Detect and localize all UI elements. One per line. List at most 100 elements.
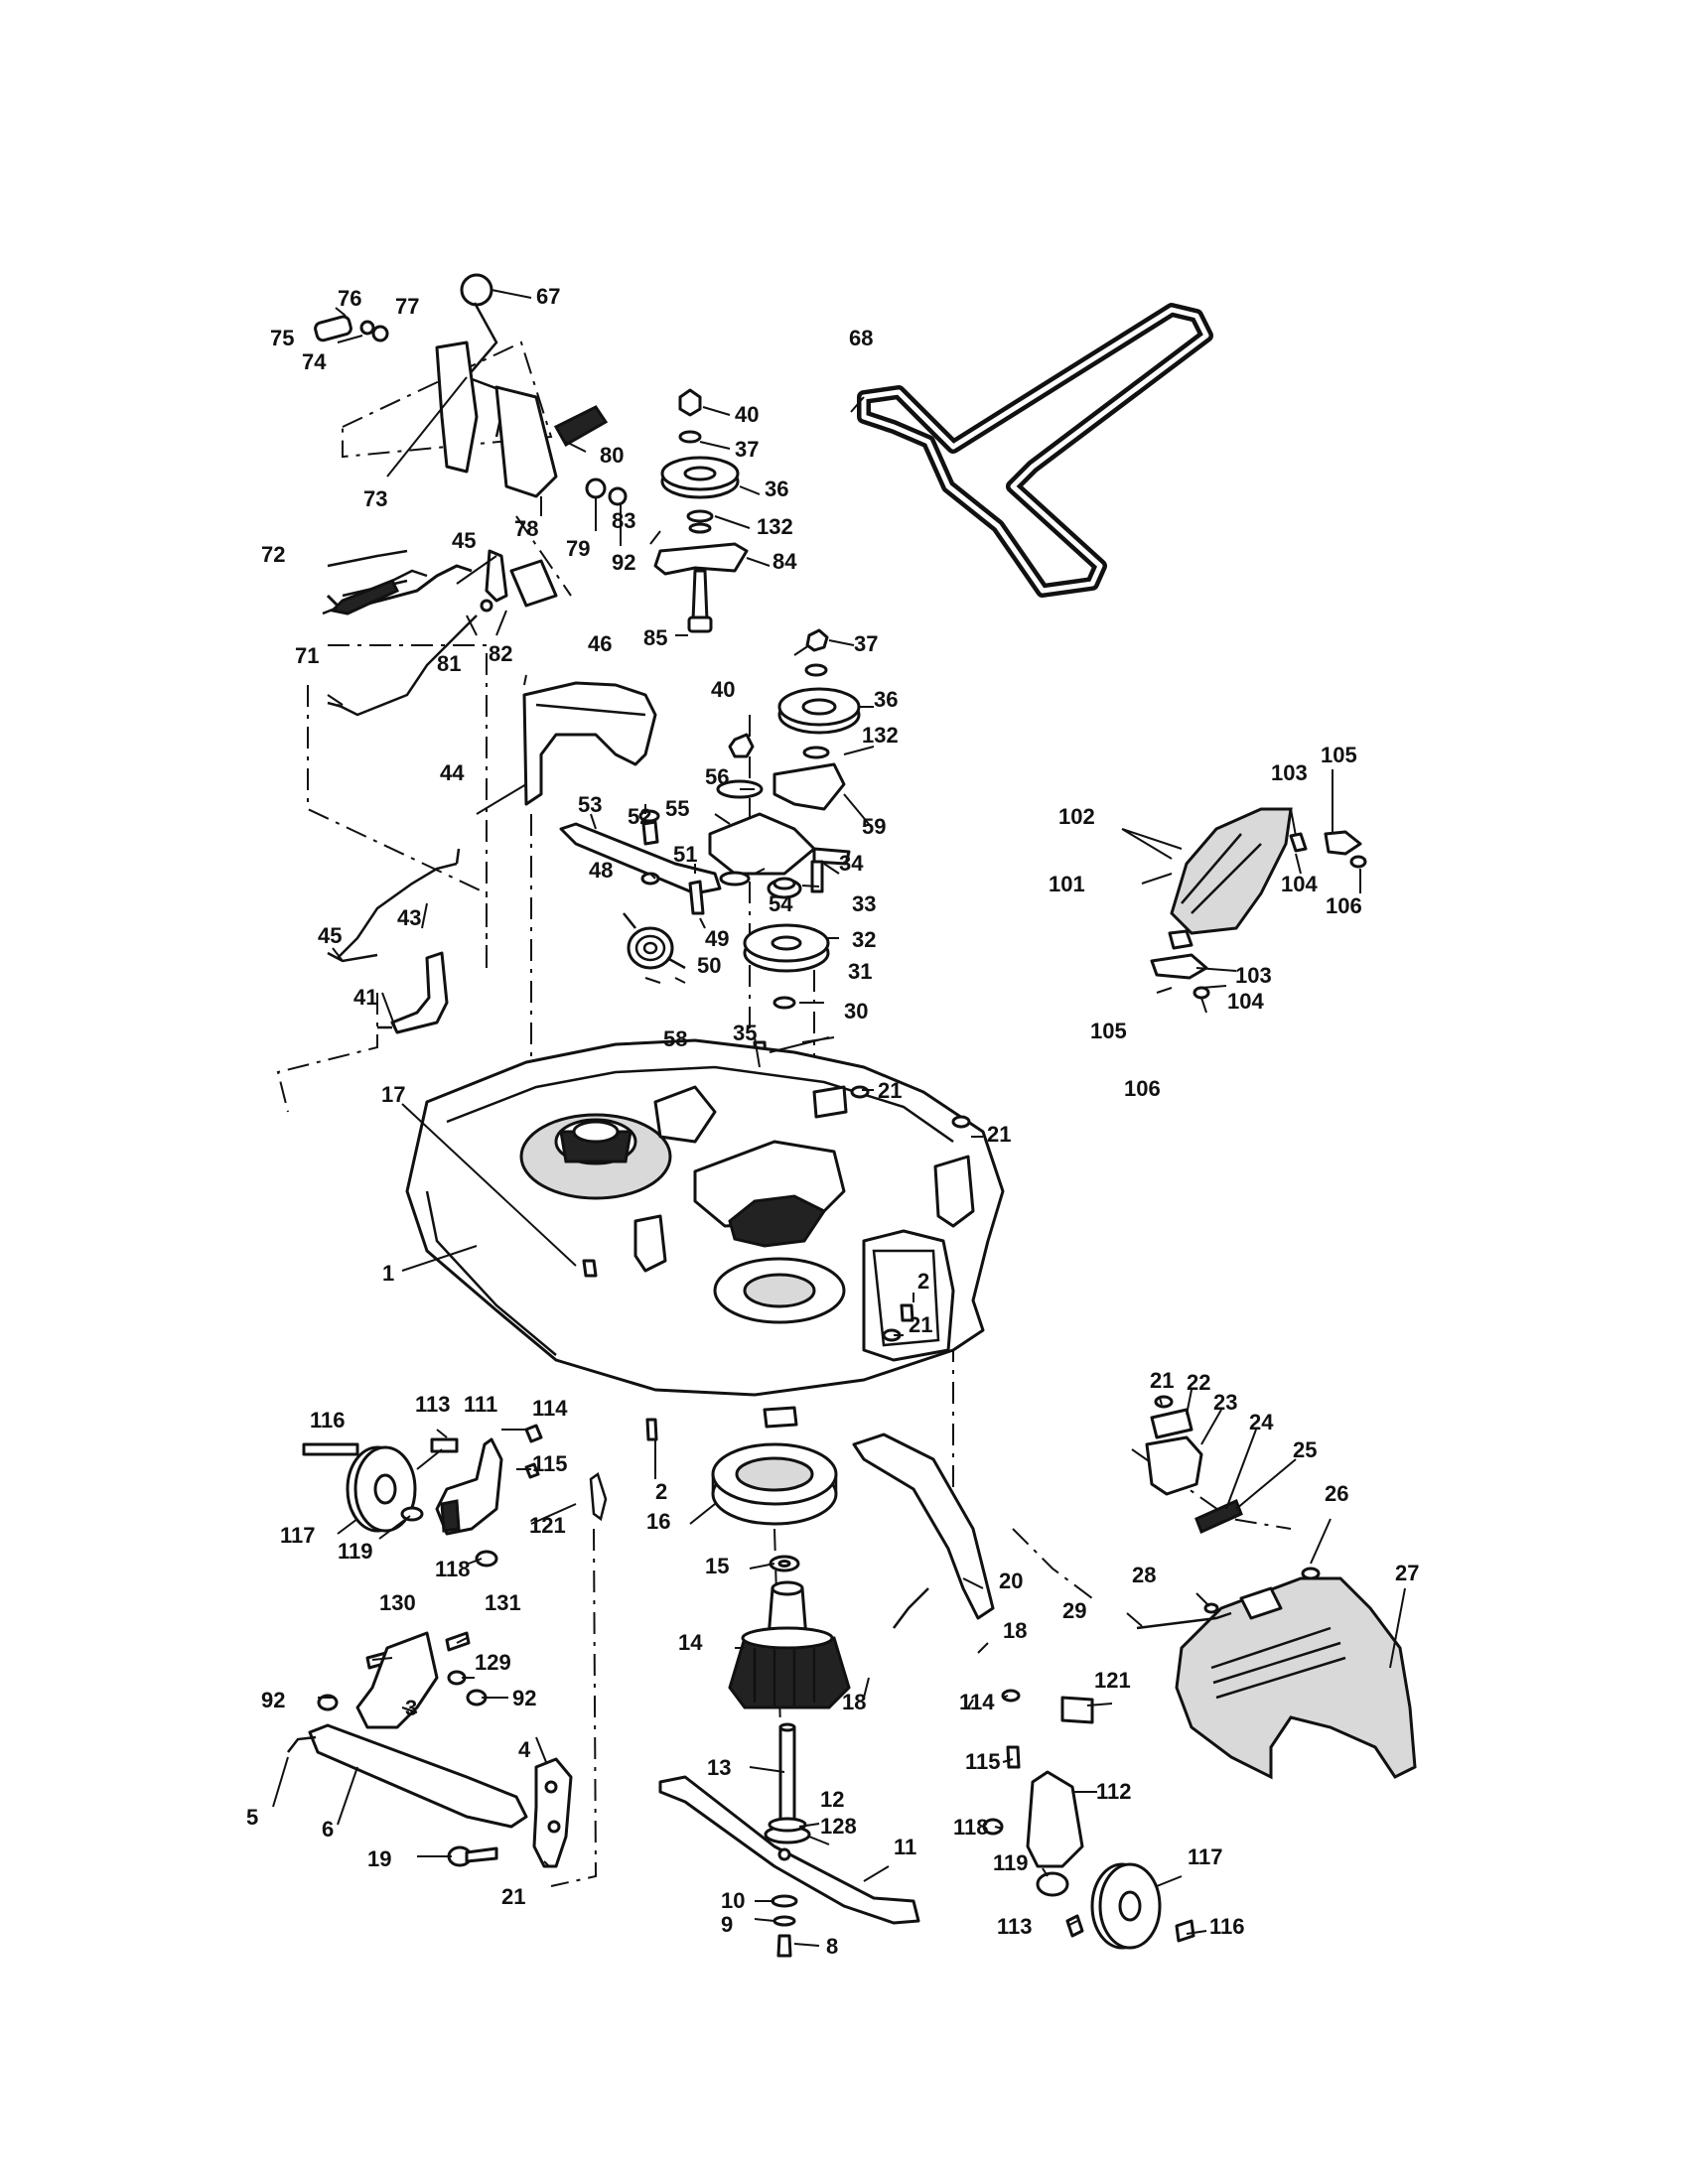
callout: 131 — [485, 1590, 521, 1615]
callout: 37 — [735, 437, 759, 462]
callout: 1 — [382, 1261, 394, 1286]
callout: 85 — [643, 625, 667, 650]
spindle-14 — [728, 1580, 851, 1709]
right-bracket-22-23 — [1145, 1395, 1203, 1496]
callout: 92 — [261, 1688, 285, 1712]
callout-labels: 76 77 67 75 74 73 80 78 79 92 83 84 40 3… — [246, 284, 1419, 1959]
bearing-15 — [769, 1555, 800, 1572]
callout: 14 — [678, 1630, 703, 1655]
callout: 16 — [646, 1509, 670, 1534]
callout: 78 — [514, 516, 538, 541]
right-wheel-assembly — [982, 1696, 1195, 1950]
callout: 113 — [997, 1914, 1033, 1939]
callout: 22 — [1187, 1370, 1210, 1395]
callout: 20 — [999, 1569, 1023, 1593]
callout: 82 — [489, 641, 512, 666]
link-41 — [377, 951, 449, 1034]
bracket-4 — [532, 1757, 573, 1868]
callout: 46 — [588, 631, 612, 656]
callout: 74 — [302, 349, 327, 374]
callout: 58 — [663, 1026, 687, 1051]
callout: 18 — [1003, 1618, 1027, 1643]
callout: 33 — [852, 891, 876, 916]
bracket-3 — [317, 1631, 488, 1729]
rod-71 — [327, 614, 478, 717]
callout: 10 — [721, 1888, 745, 1913]
callout: 67 — [536, 284, 560, 309]
callout: 44 — [440, 760, 465, 785]
callout: 71 — [295, 643, 319, 668]
callout: 129 — [475, 1650, 511, 1675]
callout: 23 — [1213, 1390, 1237, 1415]
callout: 115 — [532, 1451, 568, 1476]
callout: 28 — [1132, 1563, 1156, 1587]
callout: 79 — [566, 536, 590, 561]
callout: 40 — [711, 677, 735, 702]
callout: 116 — [310, 1408, 346, 1433]
callout: 114 — [532, 1396, 568, 1421]
shaft-13 — [778, 1722, 796, 1839]
callout: 8 — [826, 1934, 838, 1959]
idler-pulley-lower — [708, 628, 861, 893]
callout: 84 — [772, 549, 797, 574]
callout: 21 — [1150, 1368, 1174, 1393]
callout: 49 — [705, 926, 729, 951]
callout: 21 — [501, 1884, 525, 1909]
callout: 92 — [612, 550, 635, 575]
callout: 13 — [707, 1755, 731, 1780]
callout: 18 — [842, 1690, 866, 1714]
callout: 36 — [765, 477, 788, 501]
callout: 77 — [395, 294, 419, 319]
callout: 104 — [1281, 872, 1318, 896]
link-43 — [327, 848, 461, 963]
spring-24 — [1194, 1498, 1243, 1535]
callout: 76 — [338, 286, 361, 311]
callout: 32 — [852, 927, 876, 952]
callout: 56 — [705, 764, 729, 789]
cover-44 — [522, 681, 657, 806]
callout: 24 — [1249, 1410, 1274, 1434]
callout: 4 — [518, 1737, 531, 1762]
spring-72 — [322, 569, 428, 615]
arm-20 — [852, 1433, 995, 1629]
callout: 104 — [1227, 989, 1264, 1014]
callout: 21 — [987, 1122, 1011, 1147]
callout: 80 — [600, 443, 624, 468]
callout: 72 — [261, 542, 285, 567]
callout: 37 — [854, 631, 878, 656]
callout: 103 — [1235, 963, 1272, 988]
callout: 117 — [280, 1523, 316, 1548]
callout: 105 — [1321, 743, 1357, 767]
left-wheel-assembly — [302, 1424, 608, 1568]
deflector-27 — [1175, 1576, 1417, 1780]
callout: 2 — [917, 1269, 929, 1294]
callout: 118 — [435, 1557, 471, 1581]
callout: 45 — [452, 528, 476, 553]
callout: 52 — [628, 804, 651, 829]
callout: 36 — [874, 687, 898, 712]
callout: 114 — [959, 1690, 995, 1714]
callout: 21 — [909, 1312, 932, 1337]
callout: 12 — [820, 1787, 844, 1812]
callout: 132 — [757, 514, 793, 539]
callout: 111 — [464, 1392, 497, 1417]
callout: 121 — [1094, 1668, 1131, 1693]
callout: 43 — [397, 905, 421, 930]
callout: 101 — [1049, 872, 1085, 896]
callout: 116 — [1209, 1914, 1245, 1939]
callout: 34 — [839, 851, 864, 876]
callout: 102 — [1058, 804, 1095, 829]
callout: 92 — [512, 1686, 536, 1710]
callout: 30 — [844, 999, 868, 1024]
center-pulley — [743, 877, 830, 1010]
callout: 106 — [1326, 893, 1362, 918]
blade-hardware — [771, 1894, 798, 1958]
callout: 113 — [415, 1392, 451, 1417]
callout: 3 — [405, 1696, 417, 1720]
callout: 130 — [379, 1590, 416, 1615]
callout: 6 — [322, 1817, 334, 1842]
callout: 26 — [1325, 1481, 1348, 1506]
callout: 81 — [437, 651, 461, 676]
callout: 19 — [367, 1846, 391, 1871]
